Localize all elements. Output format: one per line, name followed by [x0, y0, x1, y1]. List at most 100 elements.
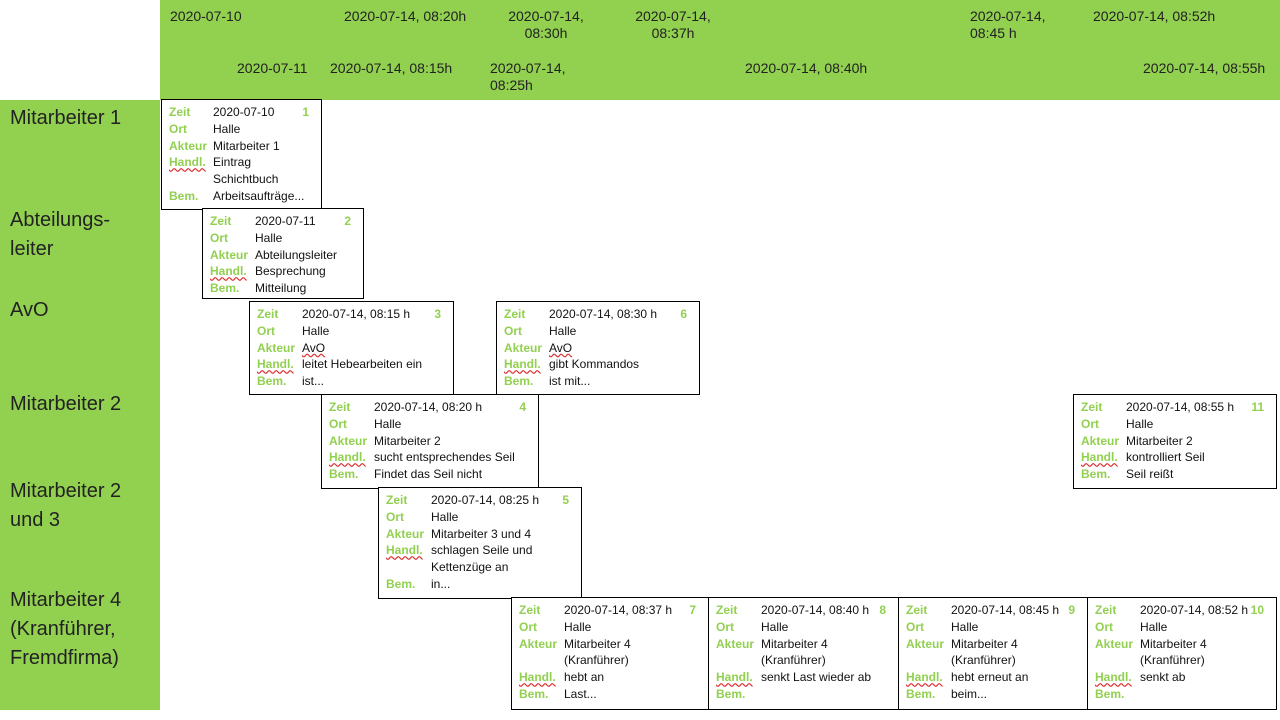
event-number: 2	[344, 214, 351, 228]
field-value: ist mit...	[549, 374, 591, 389]
field-value: 2020-07-14, 08:37 h	[564, 603, 673, 617]
field-label: Akteur	[1081, 433, 1120, 448]
field-label: Zeit	[257, 307, 279, 321]
field-value: beim...	[951, 686, 988, 701]
field-label: Handl.	[257, 357, 294, 372]
field-value: Seil reißt	[1126, 467, 1174, 482]
field-zeit: Zeit 2020-07-14, 08:52 h	[1095, 602, 1270, 619]
field-value: Halle	[213, 121, 241, 136]
field-handl: Handl.hebt erneut an	[906, 669, 1081, 686]
actor-label: Mitarbeiter 2	[10, 393, 122, 415]
field-label: Handl.	[1095, 670, 1132, 685]
field-value: Mitteilung	[255, 281, 307, 296]
field-bem: Bem. Seil reißt	[1081, 466, 1270, 483]
event-number: 5	[562, 493, 569, 507]
field-value: sucht entsprechendes Seil	[374, 450, 515, 465]
field-value: kontrolliert Seil	[1126, 450, 1205, 465]
field-value: 2020-07-14, 08:15 h	[302, 307, 411, 321]
field-label: Bem.	[1081, 467, 1111, 482]
field-value: AvO	[549, 340, 573, 355]
field-value: Mitarbeiter 1	[213, 138, 280, 153]
field-value: Last...	[564, 686, 597, 701]
date-label: 2020-07-14, 08:40h	[745, 60, 868, 76]
field-value: 2020-07-11	[255, 214, 316, 228]
field-label: Ort	[386, 509, 404, 524]
date-label: 2020-07-14, 08:30h	[508, 8, 584, 41]
actor-label: Mitarbeiter 4 (Kranführer, Fremdfirma)	[10, 589, 122, 669]
field-value: Halle	[564, 619, 592, 634]
field-label: Zeit	[169, 105, 191, 119]
field-bem: Bem.	[716, 686, 892, 703]
field-handl: Handl.Eintrag Schichtbuch	[169, 154, 315, 188]
field-label: Ort	[1095, 619, 1113, 634]
field-value: ist...	[302, 374, 325, 389]
field-value: Mitarbeiter 4 (Kranführer)	[951, 636, 1018, 668]
field-label: Handl.	[329, 450, 366, 465]
field-value: Halle	[1140, 619, 1168, 634]
field-label: Bem.	[386, 576, 416, 591]
field-akteur: Akteur Mitarbeiter 1	[169, 138, 315, 155]
field-label: Ort	[329, 416, 347, 431]
field-bem: Bem. ist mit...	[504, 373, 693, 390]
field-bem: Bem.	[1095, 686, 1270, 703]
field-value: Halle	[951, 619, 979, 634]
field-label: Bem.	[504, 374, 534, 389]
date-label: 2020-07-11	[237, 60, 308, 76]
field-value: 2020-07-14, 08:52 h	[1140, 603, 1249, 617]
field-label: Zeit	[1095, 603, 1117, 617]
field-value: Halle	[302, 323, 330, 338]
field-label: Akteur	[169, 138, 208, 153]
field-label: Ort	[906, 619, 924, 634]
field-label: Akteur	[519, 636, 558, 651]
field-bem: Bem.Last...	[519, 686, 702, 703]
event-number: 8	[879, 603, 886, 617]
field-value: hebt erneut an	[951, 670, 1029, 685]
field-label: Handl.	[519, 670, 556, 685]
field-value: in...	[431, 576, 451, 591]
field-label: Ort	[1081, 416, 1099, 431]
field-value: senkt Last wieder ab	[761, 670, 872, 685]
event-number: 1	[302, 105, 309, 119]
field-bem: Bem.Findet das Seil nicht	[329, 466, 532, 483]
field-value: 2020-07-14, 08:55 h	[1126, 400, 1235, 414]
field-label: Akteur	[716, 636, 755, 651]
field-bem: Bem. beim...	[906, 686, 1081, 703]
date-label: 2020-07-14, 08:20h	[344, 8, 467, 24]
date-label: 2020-07-14, 08:45 h	[970, 8, 1046, 41]
field-bem: Bem. in...	[386, 576, 575, 593]
field-handl: Handl.gibt Kommandos	[504, 356, 693, 373]
field-value: leitet Hebearbeiten ein	[302, 357, 423, 372]
event-number: 7	[689, 603, 696, 617]
field-label: Bem.	[906, 686, 936, 701]
field-label: Zeit	[906, 603, 928, 617]
field-label: Handl.	[1081, 450, 1118, 465]
field-label: Bem.	[716, 686, 746, 701]
field-label: Handl.	[504, 357, 541, 372]
field-label: Akteur	[1095, 636, 1134, 651]
field-label: Handl.	[386, 543, 423, 558]
field-value: schlagen Seile und Kettenzüge an	[431, 543, 533, 575]
